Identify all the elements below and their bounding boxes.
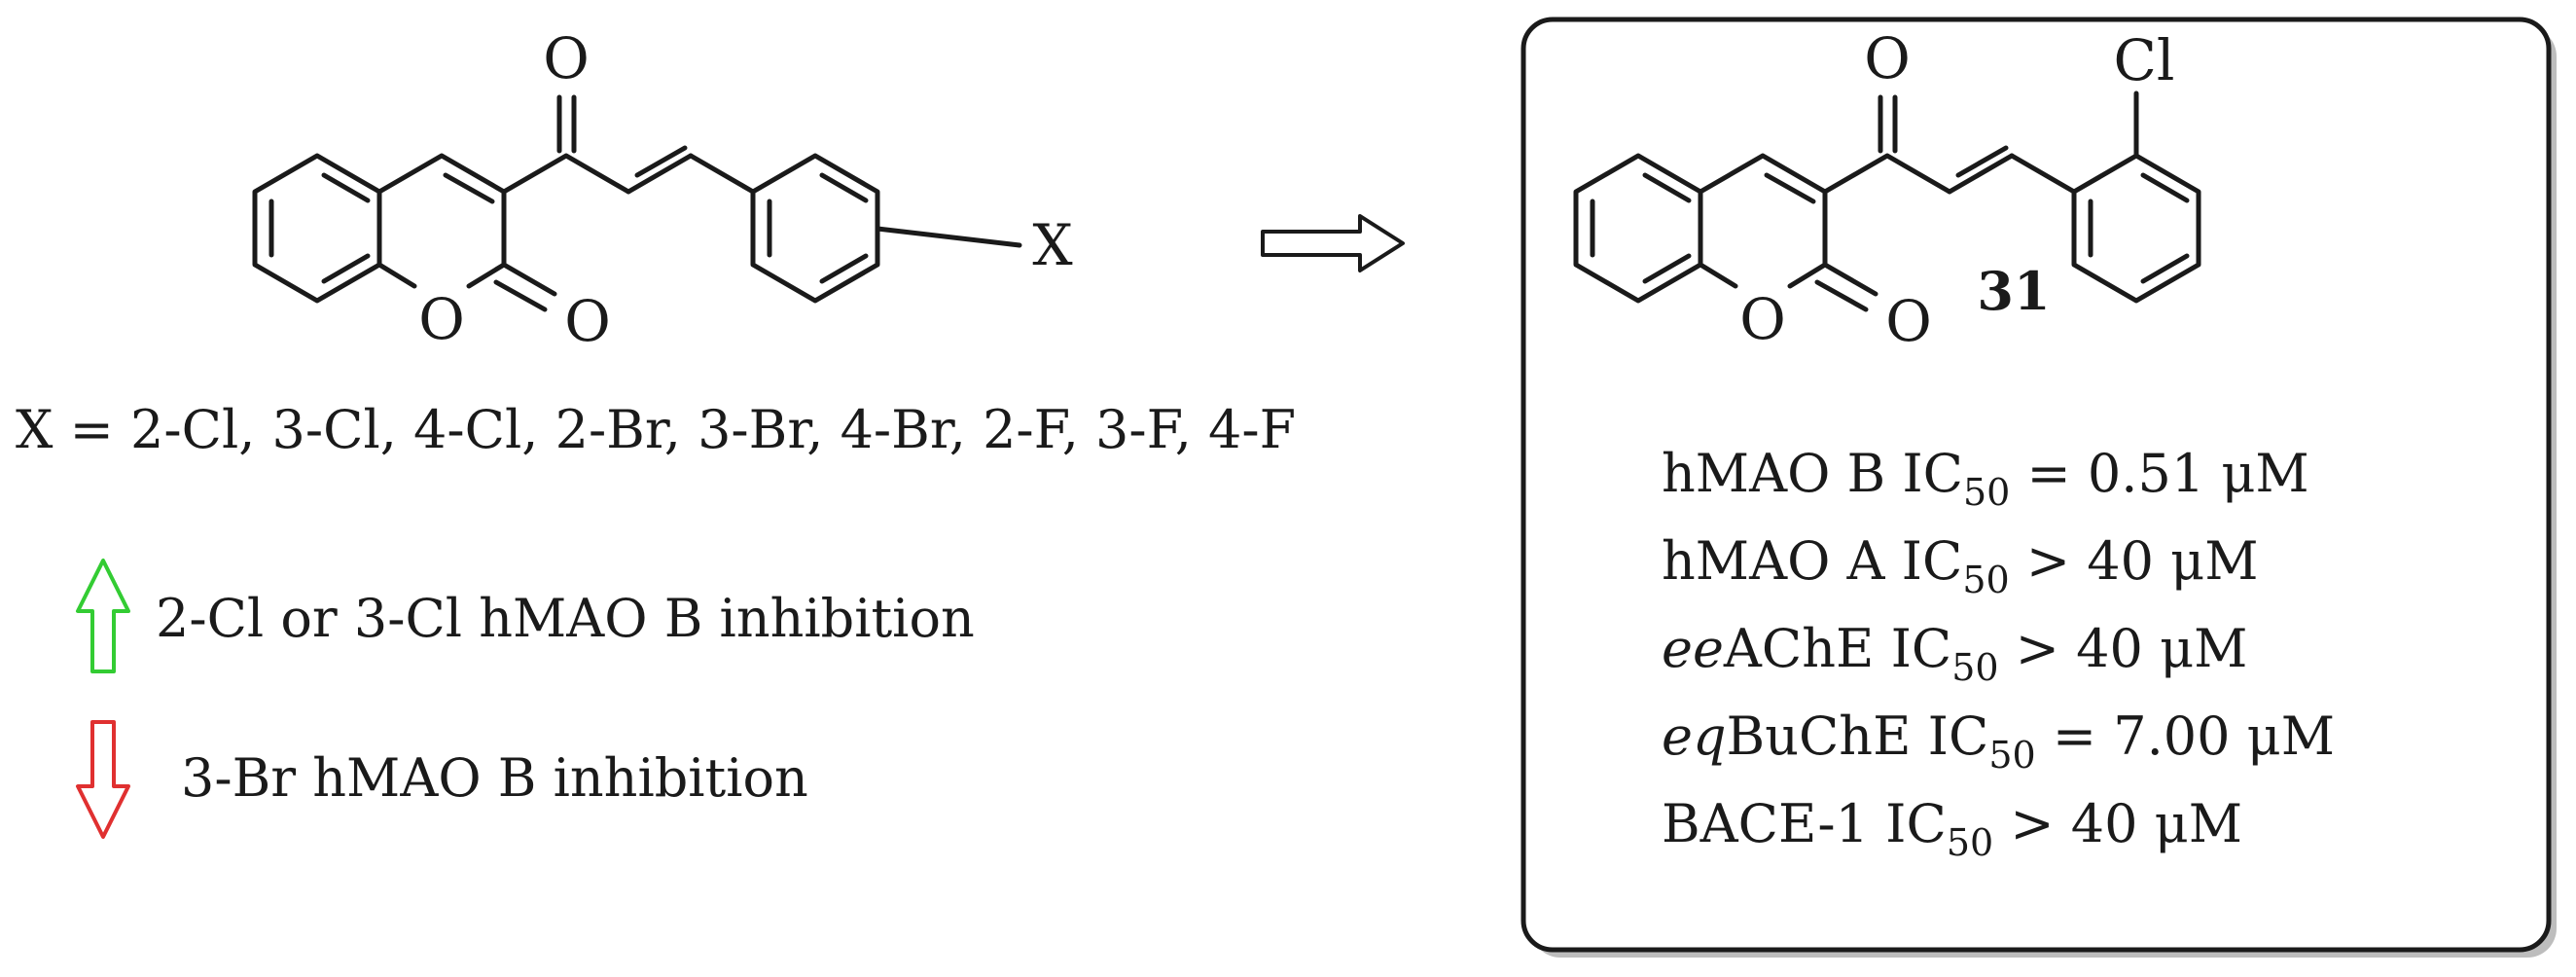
lactone-carbonyl-bond [493,262,557,312]
activity-name: BACE-1 IC [1662,793,1947,854]
lactone-oxygen-label: O [1885,288,1932,354]
decrease-arrow-icon [76,720,130,839]
enone-double-bond [1947,145,2015,195]
activity-name: AChE IC [1723,618,1951,679]
carbonyl-oxygen-label: O [1864,25,1911,91]
ic50-subscript: 50 [1988,734,2035,777]
ic50-subscript: 50 [1947,821,1993,864]
chlorophenyl-ring [2071,153,2201,304]
pyranone-c3-c4-double [443,172,495,204]
increase-arrow-icon [76,559,130,673]
general-structure: O O O X [252,25,1073,354]
activity-value: > 40 μM [2010,530,2259,592]
compound-card [1521,17,2552,953]
ic50-subscript: 50 [1951,646,1998,689]
ketone-linker [501,153,631,195]
ic50-subscript: 50 [1963,471,2010,514]
phenyl-inner-double-3 [2140,253,2190,284]
activity-name: BuChE IC [1727,706,1989,767]
phenyl-inner-double-2 [819,172,869,203]
activity-name: hMAO A IC [1662,530,1962,592]
phenyl-inner-double-2 [2140,172,2190,203]
pyranone-c3-c4-double [1764,172,1816,204]
enzyme-source-prefix: eq [1662,706,1727,767]
substituent-list: X = 2-Cl, 3-Cl, 4-Cl, 2-Br, 3-Br, 4-Br, … [16,399,1296,460]
phenyl-ring [750,153,880,304]
substituent-bond [875,226,1022,248]
activity-value: = 7.00 μM [2036,706,2335,767]
activity-name: hMAO B IC [1662,443,1963,504]
benzo-inner-double-2 [1642,172,1692,203]
activity-line: hMAO B IC50 = 0.51 μM [1662,443,2309,514]
increase-note: 2-Cl or 3-Cl hMAO B inhibition [156,588,975,649]
enone-double-bond [626,145,694,195]
benzo-inner-double-3 [321,253,371,284]
transform-arrow-icon [1261,214,1405,272]
ring-oxygen-label: O [418,286,465,352]
lactone-carbonyl-bond [1814,262,1878,312]
activity-line: eqBuChE IC50 = 7.00 μM [1662,706,2335,777]
benzo-inner-double-2 [321,172,371,203]
activity-line: eeAChE IC50 > 40 μM [1662,618,2247,689]
ring-oxygen-label: O [1739,286,1786,352]
phenyl-inner-double-3 [819,253,869,284]
activity-line: BACE-1 IC50 > 40 μM [1662,793,2242,864]
enzyme-source-prefix: ee [1662,618,1724,679]
ketone-carbonyl-bond [556,94,577,154]
chlorine-label: Cl [2114,27,2175,93]
decrease-note: 3-Br hMAO B inhibition [181,747,808,809]
benzo-inner-double-3 [1642,253,1692,284]
activity-value: > 40 μM [1999,618,2248,679]
activity-value: = 0.51 μM [2010,443,2308,504]
compound-number: 31 [1977,260,2050,322]
vinyl-aryl-bond [688,153,756,195]
ketone-linker [1822,153,1952,195]
vinyl-aryl-bond [2009,153,2077,195]
compound-31-structure: O O O Cl [1573,25,2201,354]
carbonyl-oxygen-label: O [543,25,590,91]
lactone-oxygen-label: O [564,288,611,354]
ic50-subscript: 50 [1962,559,2009,601]
activity-value: > 40 μM [1993,793,2242,854]
activity-line: hMAO A IC50 > 40 μM [1662,530,2259,601]
ketone-carbonyl-bond [1878,94,1898,154]
substituent-x-label: X [1032,212,1073,278]
pyranone-ring [376,153,507,289]
